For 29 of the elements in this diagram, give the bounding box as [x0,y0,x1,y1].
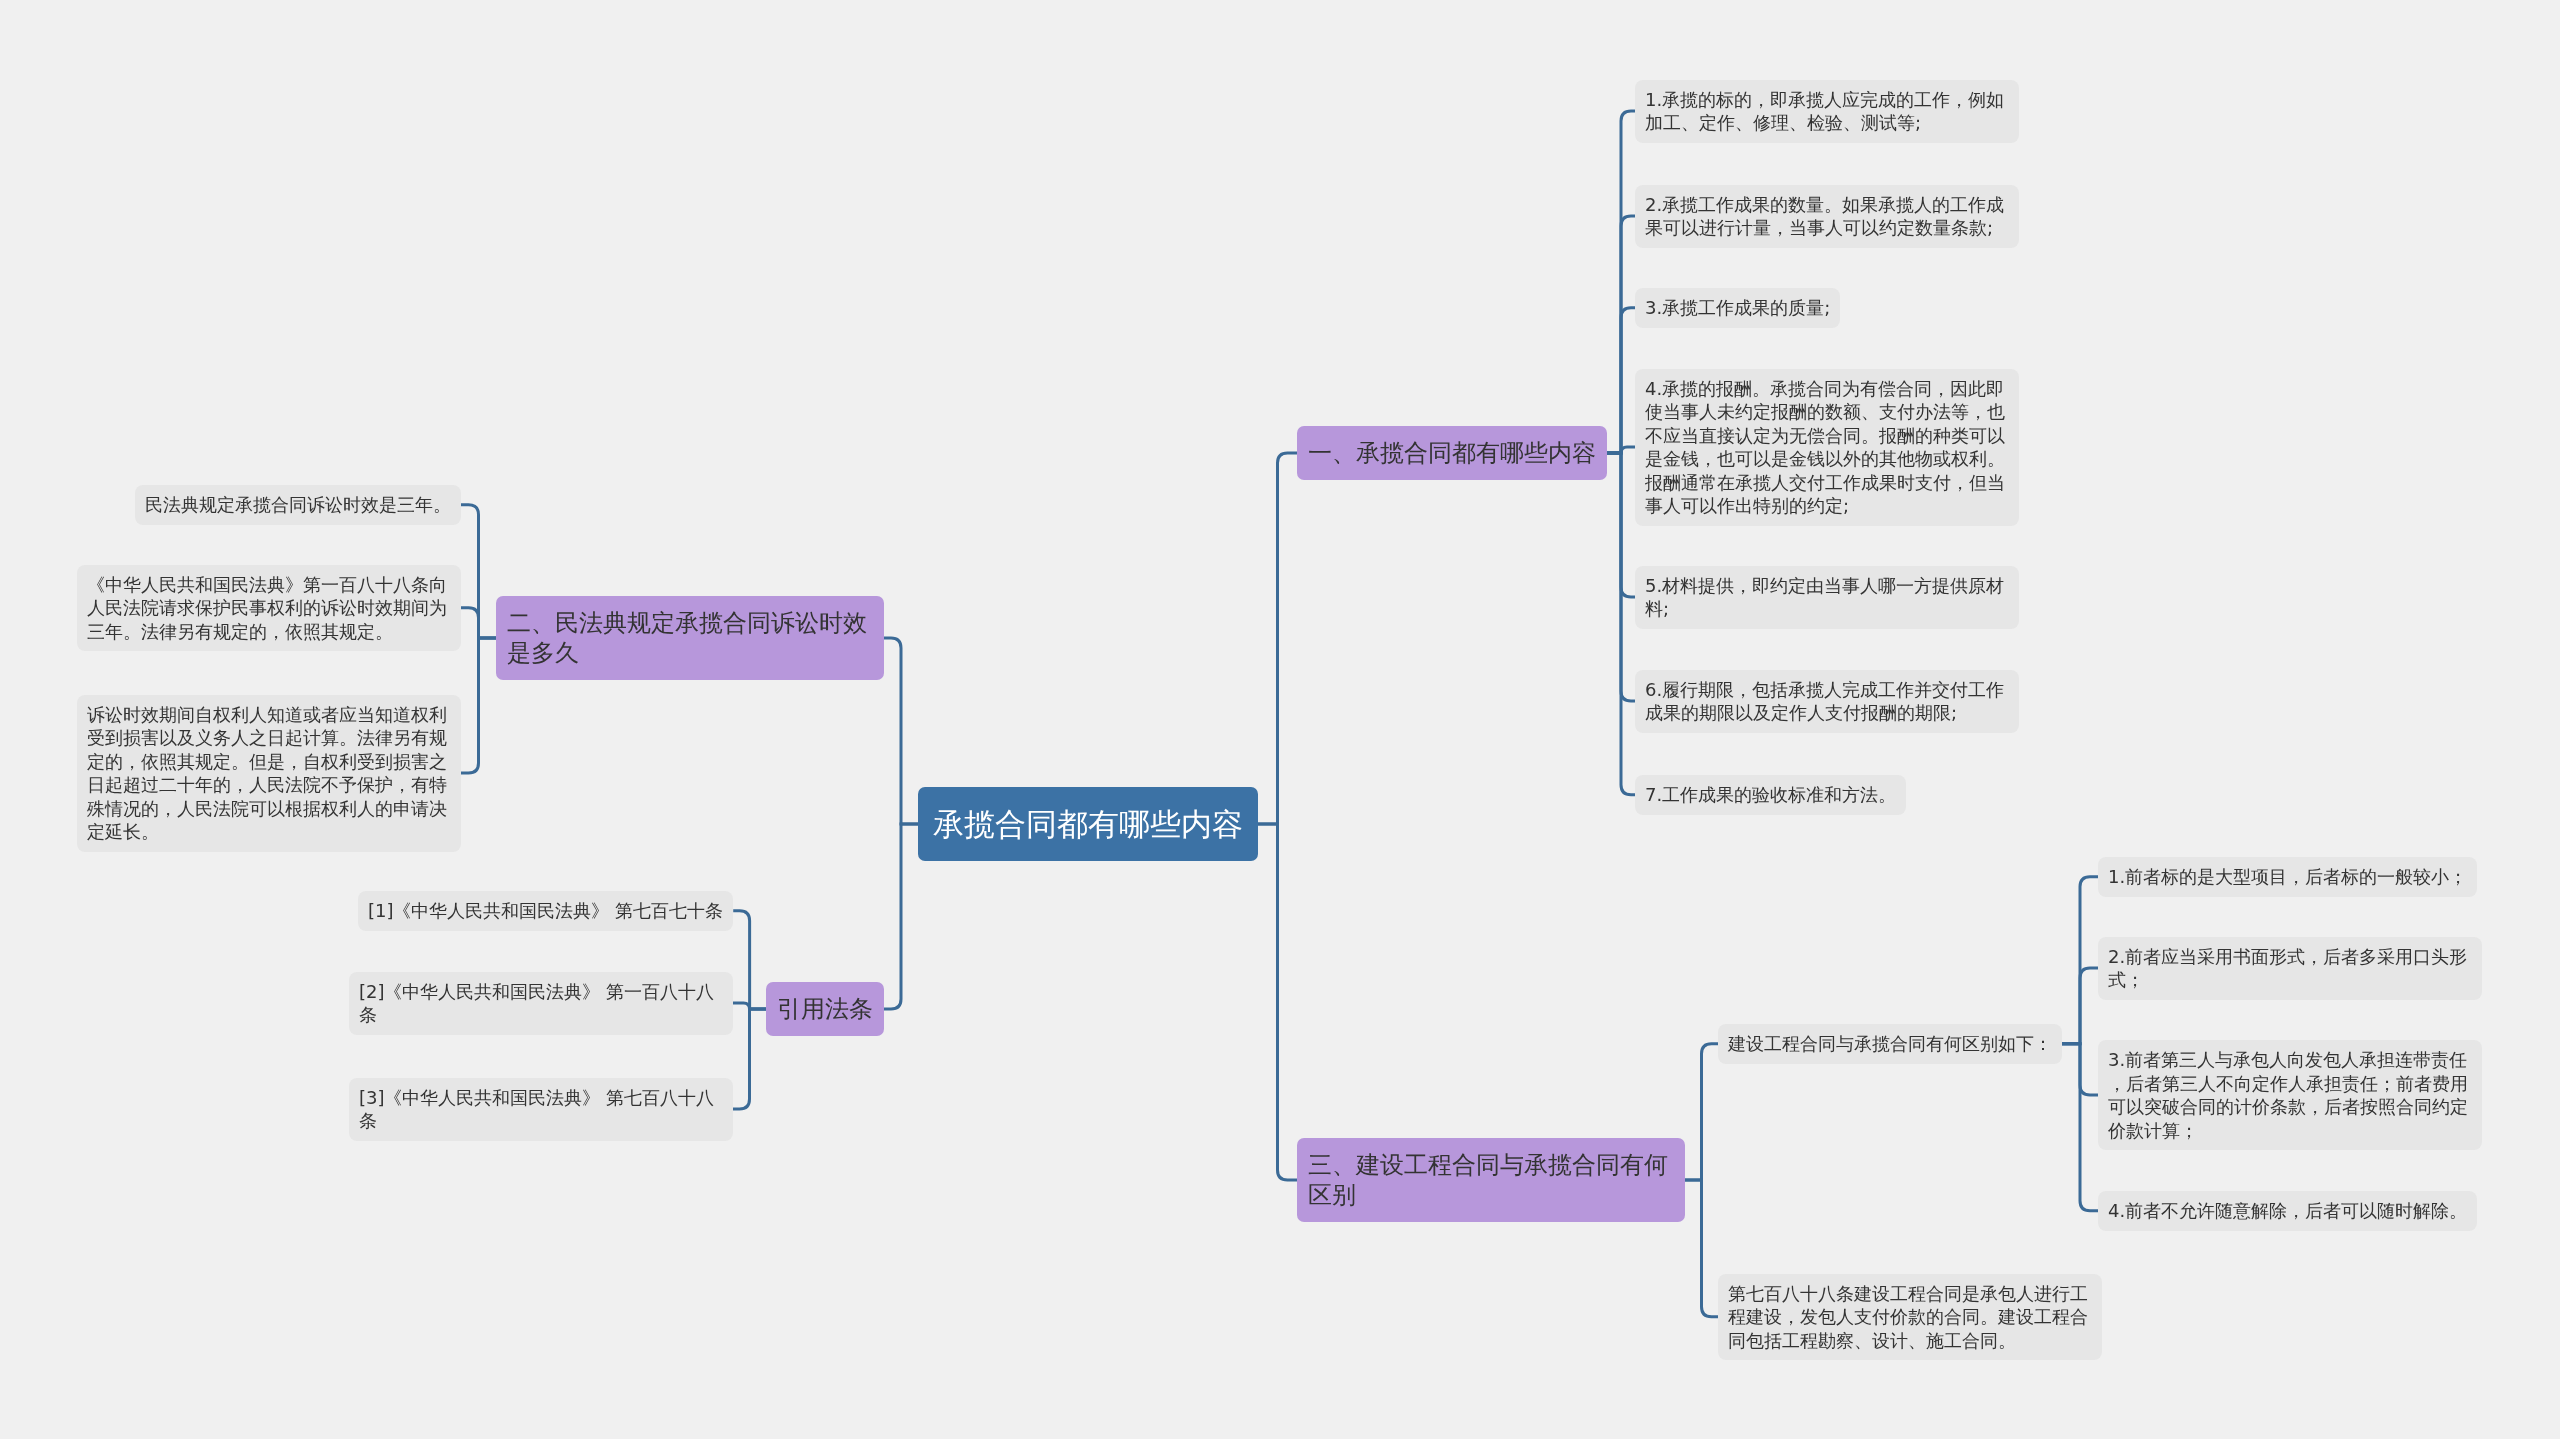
note-box: 2.承揽工作成果的数量。如果承揽人的工作成果可以进行计量，当事人可以约定数量条款; [1635,184,2019,248]
note-box: [2]《中华人民共和国民法典》 第一百八十八条 [349,971,733,1035]
connector-line [1685,1178,1718,1319]
topic-box: 引用法条 [766,982,884,1036]
note-box: 2.前者应当采用书面形式，后者多采用口头形式； [2098,936,2482,1000]
note-box: 3.承揽工作成果的质量; [1635,288,1841,328]
note-box: 7.工作成果的验收标准和方法。 [1635,775,1907,815]
topic-box: 二、民法典规定承揽合同诉讼时效是多久 [496,596,884,680]
central-topic-box: 承揽合同都有哪些内容 [918,787,1258,861]
note-box: 建设工程合同与承揽合同有何区别如下： [1718,1024,2062,1064]
note-box: 1.承揽的标的，即承揽人应完成的工作，例如加工、定作、修理、检验、测试等; [1635,79,2019,143]
note-box: [1]《中华人民共和国民法典》 第七百七十条 [358,891,734,931]
note-box: 《中华人民共和国民法典》第一百八十八条向人民法院请求保护民事权利的诉讼时效期间为三年。法律另有规定的，依照其规定。 [77,564,461,651]
note-box: 6.履行期限，包括承揽人完成工作并交付工作成果的期限以及定作人支付报酬的期限; [1635,669,2019,733]
note-box: 5.材料提供，即约定由当事人哪一方提供原材料; [1635,565,2019,629]
note-box: 1.前者标的是大型项目，后者标的一般较小； [2098,857,2478,897]
connector-line [2062,1042,2098,1213]
note-box: 3.前者第三人与承包人向发包人承担连带责任，后者第三人不向定作人承担责任；前者费用可以突破合同的计价条款，后者按照合同约定价款计算； [2098,1040,2482,1150]
topic-box: 三、建设工程合同与承揽合同有何区别 [1297,1138,1685,1222]
topic-box: 一、承揽合同都有哪些内容 [1297,426,1607,480]
note-box: [3]《中华人民共和国民法典》 第七百八十八条 [349,1077,733,1141]
note-box: 第七百八十八条建设工程合同是承包人进行工程建设，发包人支付价款的合同。建设工程合同包括工程勘察、设计、施工合同。 [1718,1273,2102,1360]
note-box: 4.前者不允许随意解除，后者可以随时解除。 [2098,1191,2478,1231]
note-box: 4.承揽的报酬。承揽合同为有偿合同，因此即使当事人未约定报酬的数额、支付办法等，也不应当直接认定为无偿合同。报酬的种类可以是金钱，也可以是金钱以外的其他物或权利。报酬通常在承揽人交付工作成果时支付，但当事人可以作出特别的约定; [1635,368,2019,526]
note-box: 民法典规定承揽合同诉讼时效是三年。 [135,485,461,525]
connector-line [1258,822,1297,1182]
connector-line [733,1007,766,1111]
connector-line [461,636,496,775]
note-box: 诉讼时效期间自权利人知道或者应当知道权利受到损害以及义务人之日起计算。法律另有规定的，依照其规定。但是，自权利受到损害之日起超过二十年的，人民法院不予保护，有特殊情况的，人民法院可以根据权利人的申请决定延长。 [77,694,461,852]
